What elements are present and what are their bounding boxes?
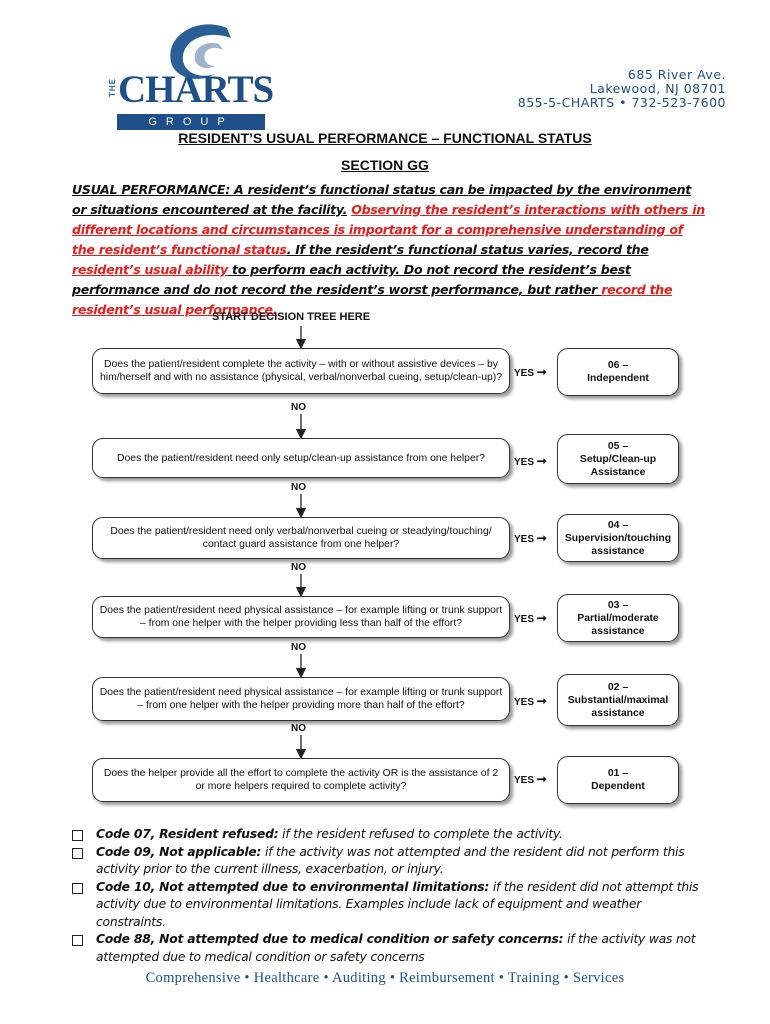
- question-box-05: Does the patient/resident need only setu…: [92, 438, 510, 478]
- yes-arrow-01: YES ➞: [514, 772, 547, 786]
- code-04: 04 –: [607, 519, 629, 531]
- intro-part-6: record the resident’s usual performance.: [72, 282, 673, 317]
- outcome-04: Supervision/touching assistance: [564, 532, 672, 557]
- checkbox-10[interactable]: [72, 882, 83, 894]
- company-address: 685 River Ave. Lakewood, NJ 08701 855-5-…: [518, 68, 726, 110]
- intro-part-3: . If the resident’s functional status va…: [286, 242, 649, 257]
- answer-box-06: 06 – Independent: [557, 348, 679, 396]
- yes-arrow-03: YES ➞: [514, 611, 547, 625]
- footer-tagline: Comprehensive • Healthcare • Auditing • …: [145, 970, 625, 986]
- outcome-02: Substantial/maximal assistance: [567, 694, 669, 719]
- answer-box-02: 02 –Substantial/maximal assistance: [557, 674, 679, 726]
- intro-paragraph: USUAL PERFORMANCE: A resident’s function…: [72, 180, 708, 320]
- charts-group-logo: THE CHARTS GROUP: [105, 18, 274, 130]
- logo-group: GROUP: [117, 114, 265, 130]
- answer-box-04: 04 –Supervision/touching assistance: [557, 514, 679, 562]
- outcome-05: Setup/Clean-up Assistance: [579, 453, 657, 478]
- code-05: 05 –: [607, 440, 629, 452]
- outcome-01: Dependent: [591, 781, 645, 792]
- no-label-5: NO: [291, 723, 306, 734]
- checkbox-07[interactable]: [72, 830, 83, 841]
- outcome-06: Independent: [587, 373, 649, 384]
- question-box-01: Does the helper provide all the effort t…: [92, 758, 510, 802]
- code-item-88: Code 88, Not attempted due to medical co…: [72, 931, 712, 966]
- intro-part-1: USUAL PERFORMANCE: A resident’s function…: [72, 182, 692, 217]
- address-city: Lakewood, NJ 08701: [589, 81, 726, 96]
- question-box-03: Does the patient/resident need physical …: [92, 596, 510, 638]
- question-box-02: Does the patient/resident need physical …: [92, 677, 510, 721]
- yes-arrow-02: YES ➞: [514, 694, 547, 708]
- page-title: RESIDENT’S USUAL PERFORMANCE – FUNCTIONA…: [178, 130, 592, 146]
- yes-arrow-06: YES ➞: [514, 365, 547, 379]
- checkbox-09[interactable]: [72, 847, 83, 859]
- address-phone: 855-5-CHARTS • 732-523-7600: [517, 95, 726, 110]
- no-label-4: NO: [291, 642, 306, 653]
- yes-arrow-05: YES ➞: [514, 454, 547, 468]
- answer-box-01: 01 – Dependent: [557, 756, 679, 804]
- answer-box-03: 03 –Partial/moderate assistance: [557, 594, 679, 642]
- logo-charts: CHARTS: [118, 68, 274, 111]
- no-label-3: NO: [291, 562, 306, 573]
- intro-part-4: resident’s usual ability: [72, 262, 228, 277]
- intro-part-2: Observing the resident’s interactions wi…: [72, 202, 705, 257]
- question-box-04: Does the patient/resident need only verb…: [92, 517, 510, 559]
- code-definitions: Code 07, Resident refused: if the reside…: [72, 826, 712, 966]
- code-item-07: Code 07, Resident refused: if the reside…: [72, 826, 712, 844]
- start-label: START DECISION TREE HERE: [212, 311, 371, 323]
- answer-box-05: 05 –Setup/Clean-up Assistance: [557, 434, 679, 484]
- no-label-1: NO: [291, 402, 306, 413]
- address-street: 685 River Ave.: [627, 67, 726, 82]
- code-01: 01 –: [607, 768, 629, 779]
- page-subtitle: SECTION GG: [341, 157, 429, 173]
- code-06: 06 –: [607, 360, 629, 371]
- yes-arrow-04: YES ➞: [514, 531, 547, 545]
- code-02: 02 –: [607, 681, 629, 693]
- outcome-03: Partial/moderate assistance: [577, 612, 659, 637]
- question-box-06: Does the patient/resident complete the a…: [92, 348, 510, 394]
- no-label-2: NO: [291, 482, 306, 493]
- intro-part-5: to perform each activity. Do not record …: [72, 262, 631, 297]
- code-item-10: Code 10, Not attempted due to environmen…: [72, 879, 712, 932]
- code-item-09: Code 09, Not applicable: if the activity…: [72, 844, 712, 879]
- code-03: 03 –: [607, 599, 629, 611]
- checkbox-88[interactable]: [72, 935, 83, 946]
- swoosh-icon: [170, 24, 231, 79]
